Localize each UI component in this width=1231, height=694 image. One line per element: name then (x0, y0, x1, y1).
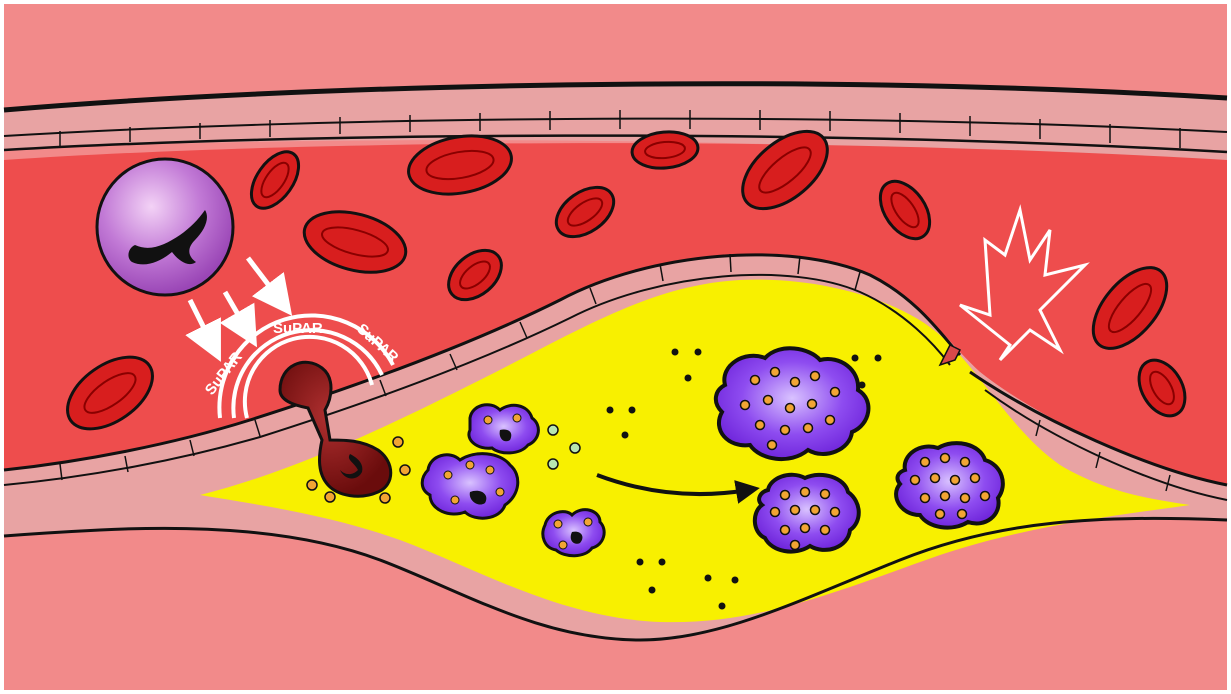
supar-label-top: SuPAR (273, 320, 323, 337)
foam-cell-icon (755, 475, 859, 552)
foam-cell-icon (422, 454, 518, 519)
foam-cell-icon (716, 348, 869, 459)
monocyte-icon (97, 159, 233, 295)
foam-cell-icon (469, 405, 538, 453)
